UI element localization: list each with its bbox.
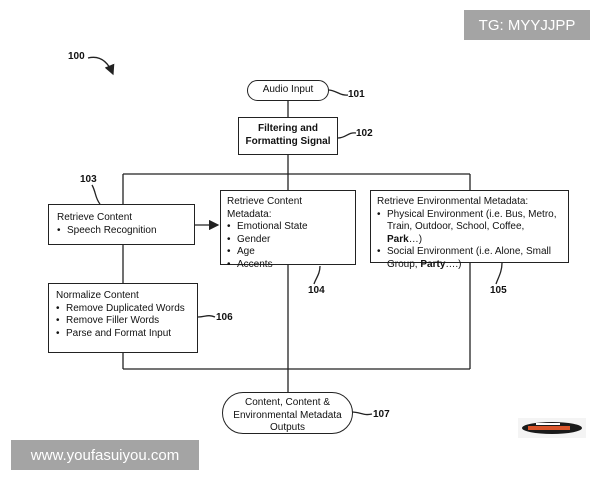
normalize-content-node: Normalize Content Remove Duplicated Word… (48, 283, 198, 353)
outputs-line3: Outputs (269, 422, 306, 433)
ref-number-104: 104 (308, 285, 325, 296)
normalize-content-item: Parse and Format Input (56, 328, 190, 341)
normalize-content-item: Remove Duplicated Words (56, 303, 190, 316)
tg-watermark-badge: TG: MYYJJPP (464, 10, 590, 40)
corner-logo-icon (518, 418, 586, 438)
filtering-label-line1: Filtering and (258, 123, 318, 134)
ref-number-106: 106 (216, 312, 233, 323)
retrieve-content-list: Speech Recognition (57, 225, 186, 238)
content-metadata-node: Retrieve Content Metadata: Emotional Sta… (220, 190, 356, 271)
leader-101 (327, 89, 349, 96)
normalize-content-item: Remove Filler Words (56, 315, 190, 328)
normalize-content-title: Normalize Content (56, 290, 139, 301)
environmental-metadata-node: Retrieve Environmental Metadata: Physica… (370, 190, 569, 270)
environmental-metadata-title: Retrieve Environmental Metadata: (377, 196, 529, 207)
content-metadata-list: Emotional State Gender Age Accents (227, 221, 349, 271)
retrieve-content-title: Retrieve Content (57, 212, 133, 223)
retrieve-content-item: Speech Recognition (57, 225, 186, 238)
leader-103 (91, 184, 101, 205)
leader-102 (337, 132, 357, 139)
ref-number-102: 102 (356, 128, 373, 139)
content-metadata-item: Gender (227, 234, 349, 247)
connector-lines (87, 56, 503, 416)
audio-input-node: Audio Input (247, 80, 329, 101)
environmental-metadata-item: Social Environment (i.e. Alone, Small Gr… (377, 246, 562, 271)
ref-number-107: 107 (373, 409, 390, 420)
filtering-label-line2: Formatting Signal (245, 135, 331, 147)
content-metadata-item: Age (227, 246, 349, 259)
retrieve-content-node: Retrieve Content Speech Recognition (48, 204, 195, 245)
ref-number-101: 101 (348, 89, 365, 100)
ref-number-103: 103 (80, 174, 97, 185)
outputs-node: Content, Content & Environmental Metadat… (222, 392, 353, 434)
audio-input-label: Audio Input (262, 84, 314, 95)
normalize-content-list: Remove Duplicated Words Remove Filler Wo… (56, 303, 190, 341)
outputs-line1: Content, Content & (244, 397, 331, 408)
ref-100-curved-arrow (87, 56, 115, 76)
ref-number-105: 105 (490, 285, 507, 296)
environmental-metadata-item: Physical Environment (i.e. Bus, Metro, T… (377, 209, 562, 247)
environmental-metadata-list: Physical Environment (i.e. Bus, Metro, T… (377, 209, 562, 272)
site-watermark-badge: www.youfasuiyou.com (11, 440, 199, 470)
leader-107 (351, 411, 373, 416)
content-metadata-item: Accents (227, 259, 349, 272)
outputs-line2: Environmental Metadata (233, 409, 342, 421)
content-metadata-item: Emotional State (227, 221, 349, 234)
leader-106 (197, 315, 216, 318)
ref-number-100: 100 (68, 51, 85, 62)
content-metadata-title: Retrieve Content Metadata: (227, 196, 303, 220)
filtering-node: Filtering and Formatting Signal (238, 117, 338, 155)
